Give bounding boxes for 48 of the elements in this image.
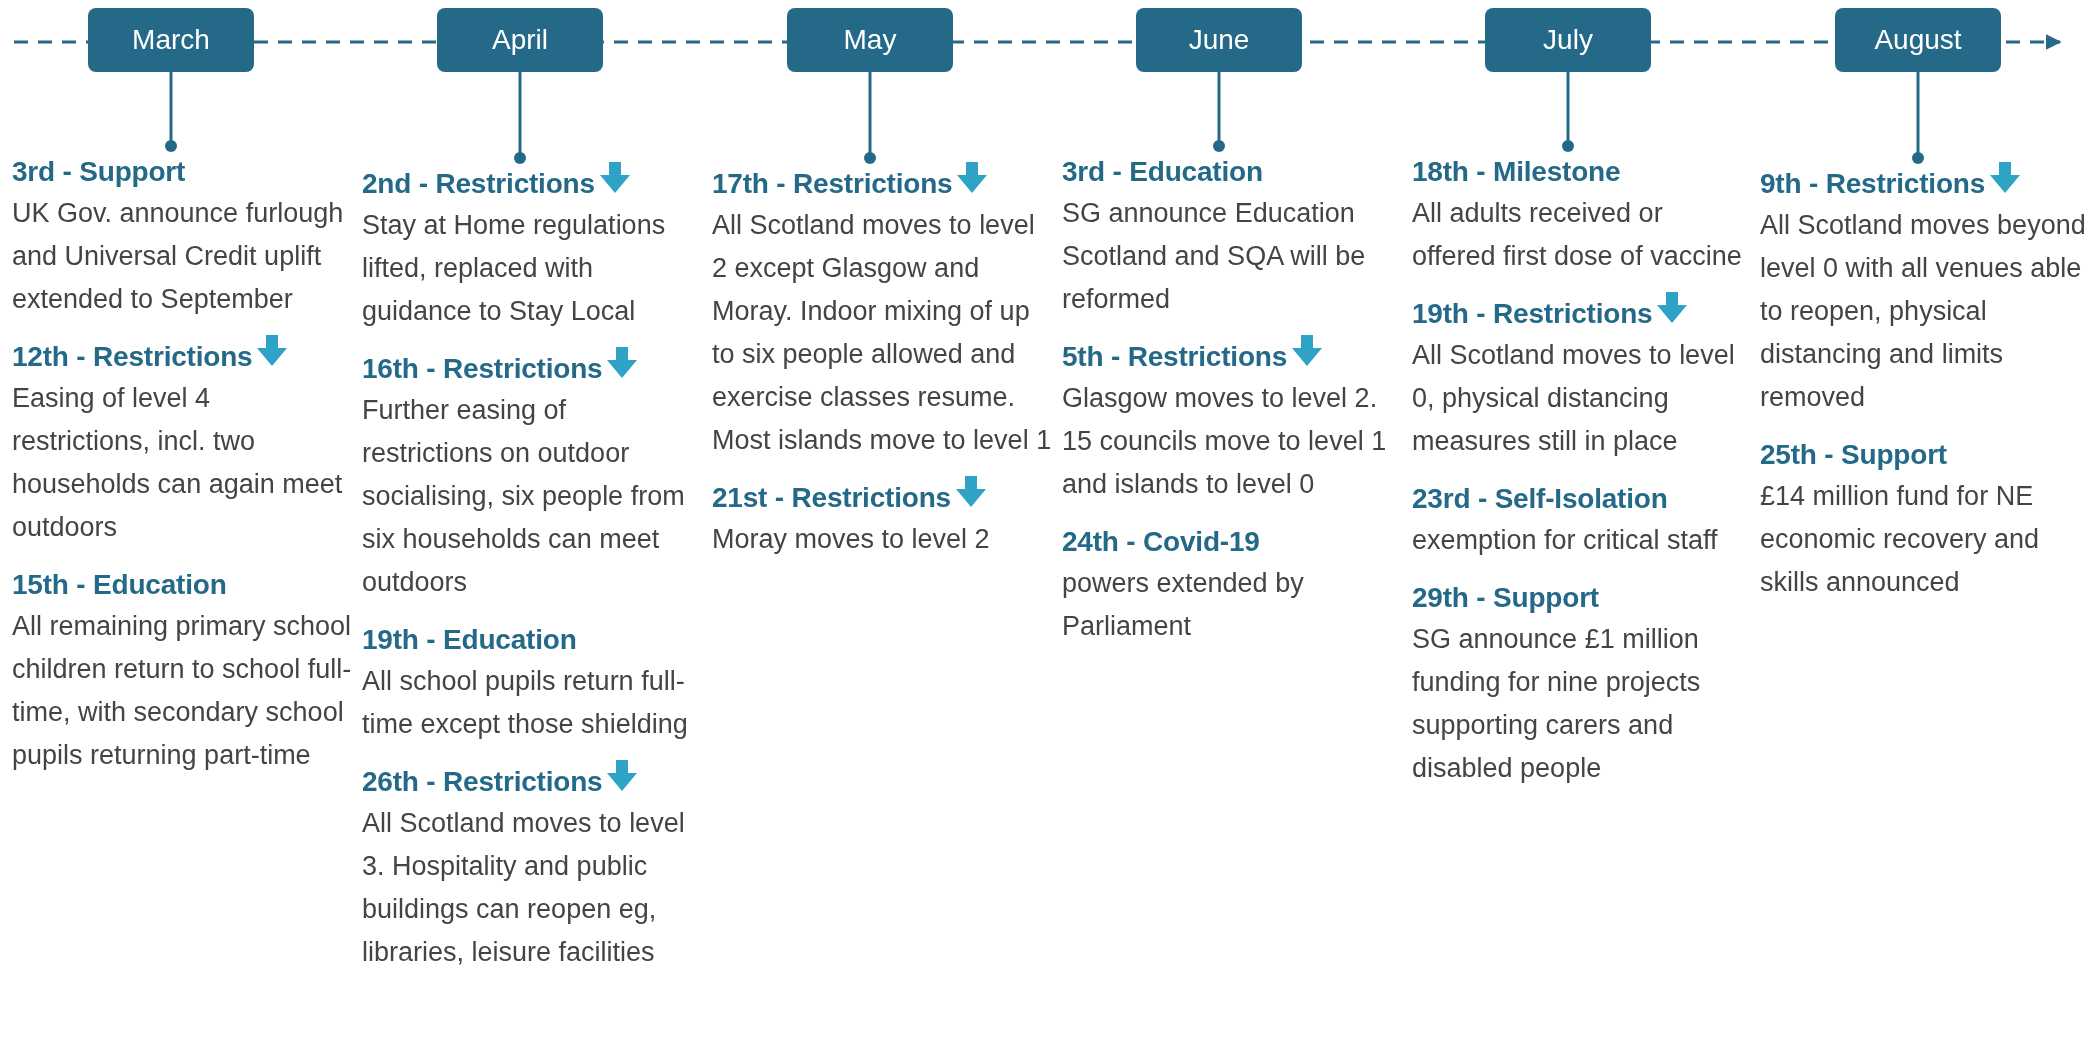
connector-line [1562,72,1574,152]
event-description: SG announce Education Scotland and SQA will be reformed [1062,197,1367,316]
event-heading: 21st - Restrictions [712,481,951,515]
event-description: All adults received or offered first dose of vaccine [1412,197,1743,273]
event-heading: 24th - Covid-19 [1062,525,1260,559]
event-heading: 26th - Restrictions [362,765,603,799]
event-heading: 23rd - Self-Isolation [1412,482,1668,516]
event-heading: 25th - Support [1760,438,1947,472]
event-description: Further easing of restrictions on outdoor socialising, six people from six households can meet outdoors [362,394,686,599]
event-description: All Scotland moves to level 3. Hospitality and public buildings can reopen eg, libraries, leisure facilities [362,807,686,969]
month-box: August [1835,8,2001,72]
event-description: £14 million fund for NE economic recovery and skills announced [1760,480,2041,599]
event-description: exemption for critical staff [1412,524,1719,557]
event-description: Glasgow moves to level 2. 15 councils move to level 1 and islands to level 0 [1062,382,1388,501]
month-box: June [1136,8,1302,72]
event-description: Stay at Home regulations lifted, replaced with guidance to Stay Local [362,209,667,328]
event-description: All school pupils return full-time except those shielding [362,665,689,741]
event-heading: 3rd - Education [1062,155,1263,189]
month-box: May [787,8,953,72]
event-heading: 19th - Education [362,623,577,657]
event-description: All remaining primary school children return to school full-time, with secondary school pupils returning part-time [12,610,352,772]
event-heading: 12th - Restrictions [12,340,253,374]
event-heading: 15th - Education [12,568,227,602]
event-description: powers extended by Parliament [1062,567,1305,643]
event-heading: 19th - Restrictions [1412,297,1653,331]
connector-line [1213,72,1225,152]
event-description: SG announce £1 million funding for nine projects supporting carers and disabled people [1412,623,1702,785]
event-heading: 18th - Milestone [1412,155,1621,189]
event-description: Easing of level 4 restrictions, incl. two households can again meet outdoors [12,382,344,544]
event-heading: 16th - Restrictions [362,352,603,386]
event-heading: 9th - Restrictions [1760,167,1986,201]
event-description: UK Gov. announce furlough and Universal Credit uplift extended to September [12,197,345,316]
event-heading: 5th - Restrictions [1062,340,1288,374]
event-description: All Scotland moves to level 0, physical distancing measures still in place [1412,339,1736,458]
month-box: March [88,8,254,72]
connector-line [1912,72,1924,164]
connector-line [514,72,526,164]
event-heading: 2nd - Restrictions [362,167,595,201]
event-description: All Scotland moves to level 2 except Glasgow and Moray. Indoor mixing of up to six people allowed and exercise classes resume. Most islands move to level 1 [712,209,1052,457]
connector-line [165,72,177,152]
event-heading: 17th - Restrictions [712,167,953,201]
month-box: July [1485,8,1651,72]
event-heading: 29th - Support [1412,581,1599,615]
month-box: April [437,8,603,72]
event-heading: 3rd - Support [12,155,186,189]
event-description: All Scotland moves beyond level 0 with all venues able to reopen, physical distancing and limits removed [1760,209,2087,414]
connector-line [864,72,876,164]
event-description: Moray moves to level 2 [712,523,991,556]
